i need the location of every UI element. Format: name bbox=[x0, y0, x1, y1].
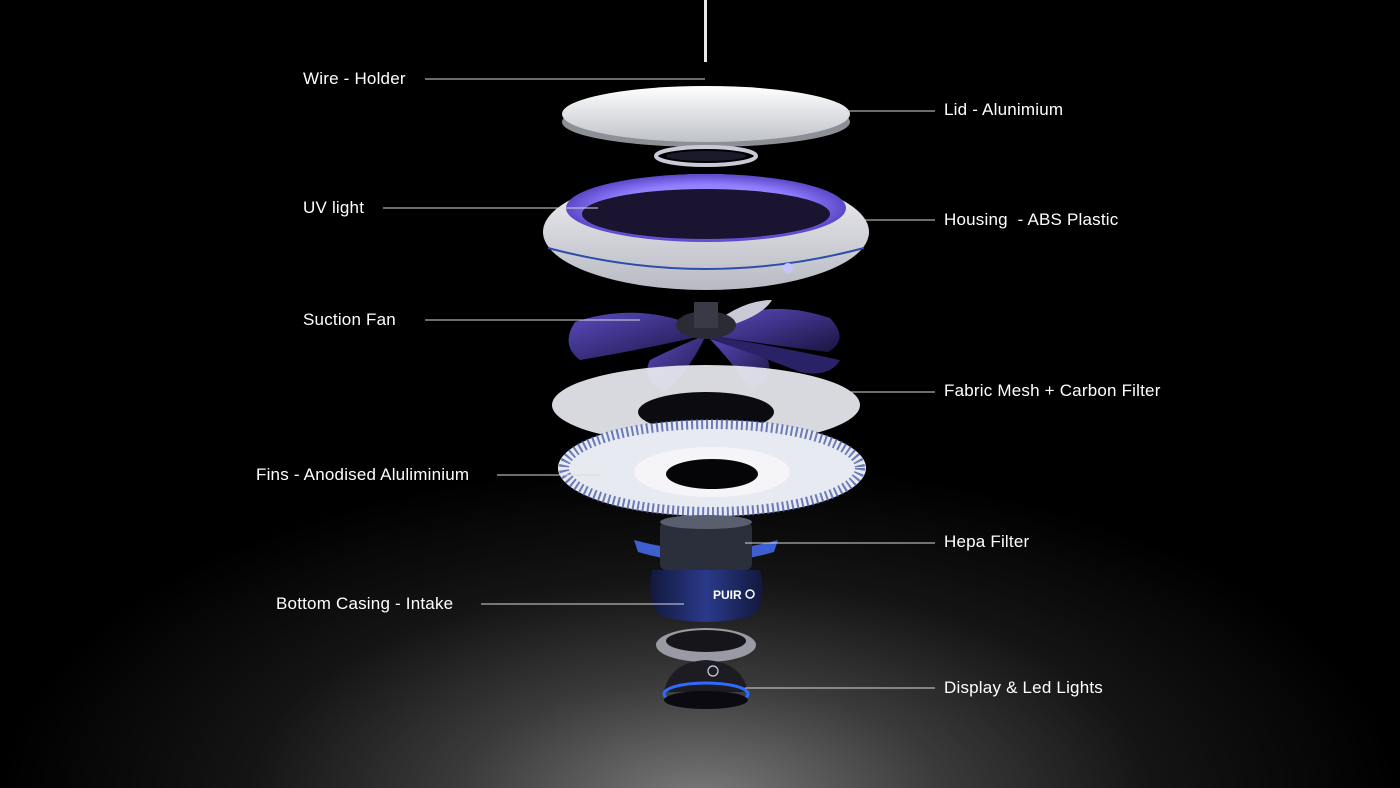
brand-text: PUIR bbox=[713, 588, 742, 602]
label-housing: Housing - ABS Plastic bbox=[944, 210, 1119, 229]
wire bbox=[704, 0, 707, 62]
leader-lines bbox=[383, 78, 935, 689]
label-fins: Fins - Anodised Aluliminium bbox=[256, 465, 470, 484]
housing-indicator bbox=[783, 263, 793, 273]
hepa-filter bbox=[660, 522, 752, 570]
bottom-ring-hole bbox=[666, 630, 746, 652]
label-display: Display & Led Lights bbox=[944, 678, 1103, 697]
fins-center-hole bbox=[666, 459, 758, 489]
label-fabric-mesh: Fabric Mesh + Carbon Filter bbox=[944, 381, 1161, 400]
label-suction-fan: Suction Fan bbox=[303, 310, 396, 329]
suction-fan-blades bbox=[568, 300, 840, 392]
display-base bbox=[664, 691, 748, 709]
hepa-top bbox=[660, 515, 752, 529]
bottom-casing bbox=[650, 570, 763, 622]
label-hepa-filter: Hepa Filter bbox=[944, 532, 1030, 551]
lid-top bbox=[562, 86, 850, 142]
housing-inner bbox=[582, 189, 830, 239]
fins-rim bbox=[559, 419, 865, 517]
label-bottom-casing: Bottom Casing - Intake bbox=[276, 594, 454, 613]
housing-seam bbox=[547, 247, 865, 270]
lid-connector bbox=[654, 145, 758, 167]
label-wire-holder: Wire - Holder bbox=[303, 69, 406, 88]
label-lid: Lid - Alunimium bbox=[944, 100, 1064, 119]
label-uv-light: UV light bbox=[303, 198, 365, 217]
brand-logo-icon bbox=[745, 589, 755, 599]
lid-connector-hole bbox=[666, 151, 746, 161]
display-icon bbox=[707, 665, 719, 677]
